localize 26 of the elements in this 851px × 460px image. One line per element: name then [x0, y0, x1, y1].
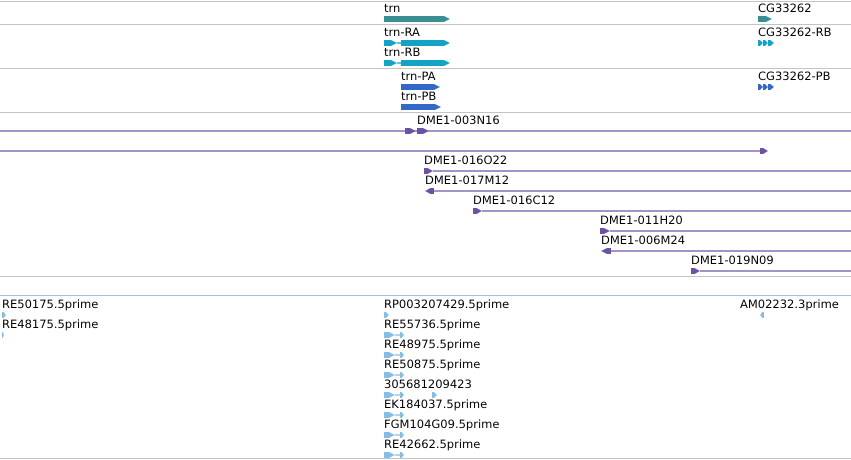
feature-label: RP003207429.5prime [384, 298, 510, 311]
feature-label: trn-PB [401, 90, 436, 103]
feature-label: trn-RB [384, 46, 420, 59]
feature-label: FGM104G09.5prime [384, 418, 500, 431]
feature-label: DME1-016C12 [473, 194, 556, 207]
feature-label: RE48975.5prime [384, 338, 480, 351]
feature-label: DME1-017M12 [425, 174, 510, 187]
feature-label: RE42662.5prime [384, 438, 480, 451]
feature-label: CG33262-RB [758, 26, 832, 39]
feature-label: 305681209423 [384, 378, 472, 391]
feature-label: RE50875.5prime [384, 358, 480, 371]
feature-label: DME1-006M24 [601, 234, 686, 247]
feature-label: RE48175.5prime [2, 318, 98, 331]
feature-label: EK184037.5prime [384, 398, 488, 411]
feature-label: DME1-016O22 [424, 154, 508, 167]
feature-label: DME1-019N09 [691, 254, 774, 267]
feature-label: AM02232.3prime [740, 298, 839, 311]
feature-label: DME1-003N16 [417, 114, 500, 127]
feature-label: CG33262-PB [758, 70, 830, 83]
feature-label: trn [384, 2, 400, 15]
feature-label: DME1-011H20 [600, 214, 683, 227]
feature-label: trn-PA [401, 70, 436, 83]
feature-label: RE50175.5prime [2, 298, 98, 311]
feature-label: trn-RA [384, 26, 420, 39]
feature-label: RE55736.5prime [384, 318, 480, 331]
feature-label: CG33262 [758, 2, 812, 15]
